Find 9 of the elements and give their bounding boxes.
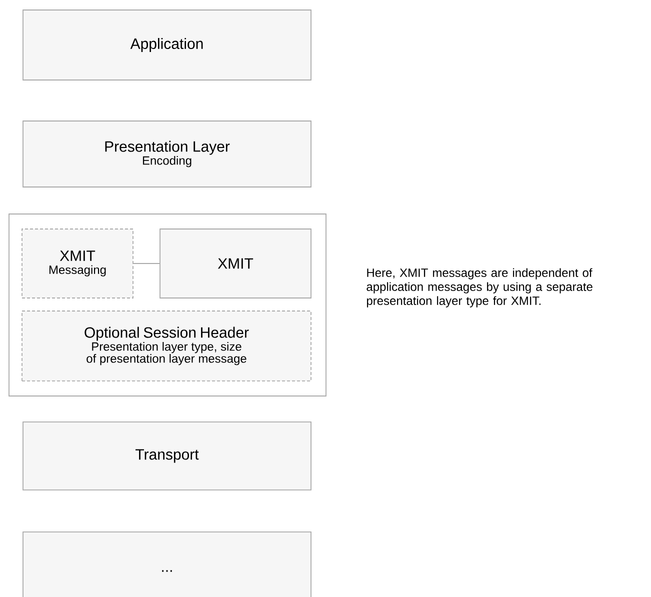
layer-box: Presentation Layer Encoding — [22, 120, 312, 188]
protocol-box: XMIT — [160, 228, 312, 298]
layer-box: Application — [22, 10, 312, 80]
layer-box: Transport — [22, 422, 312, 490]
header-box: Optional Session Header Presentation layer type, size of presentation layer message — [22, 310, 312, 382]
note-text: Here, XMIT messages are independent of application messages by using a separate presentation layer type for XMIT. — [366, 268, 592, 308]
connector-line — [133, 263, 160, 264]
layer-box: ... — [22, 532, 312, 597]
messaging-box: XMIT Messaging — [22, 228, 134, 298]
